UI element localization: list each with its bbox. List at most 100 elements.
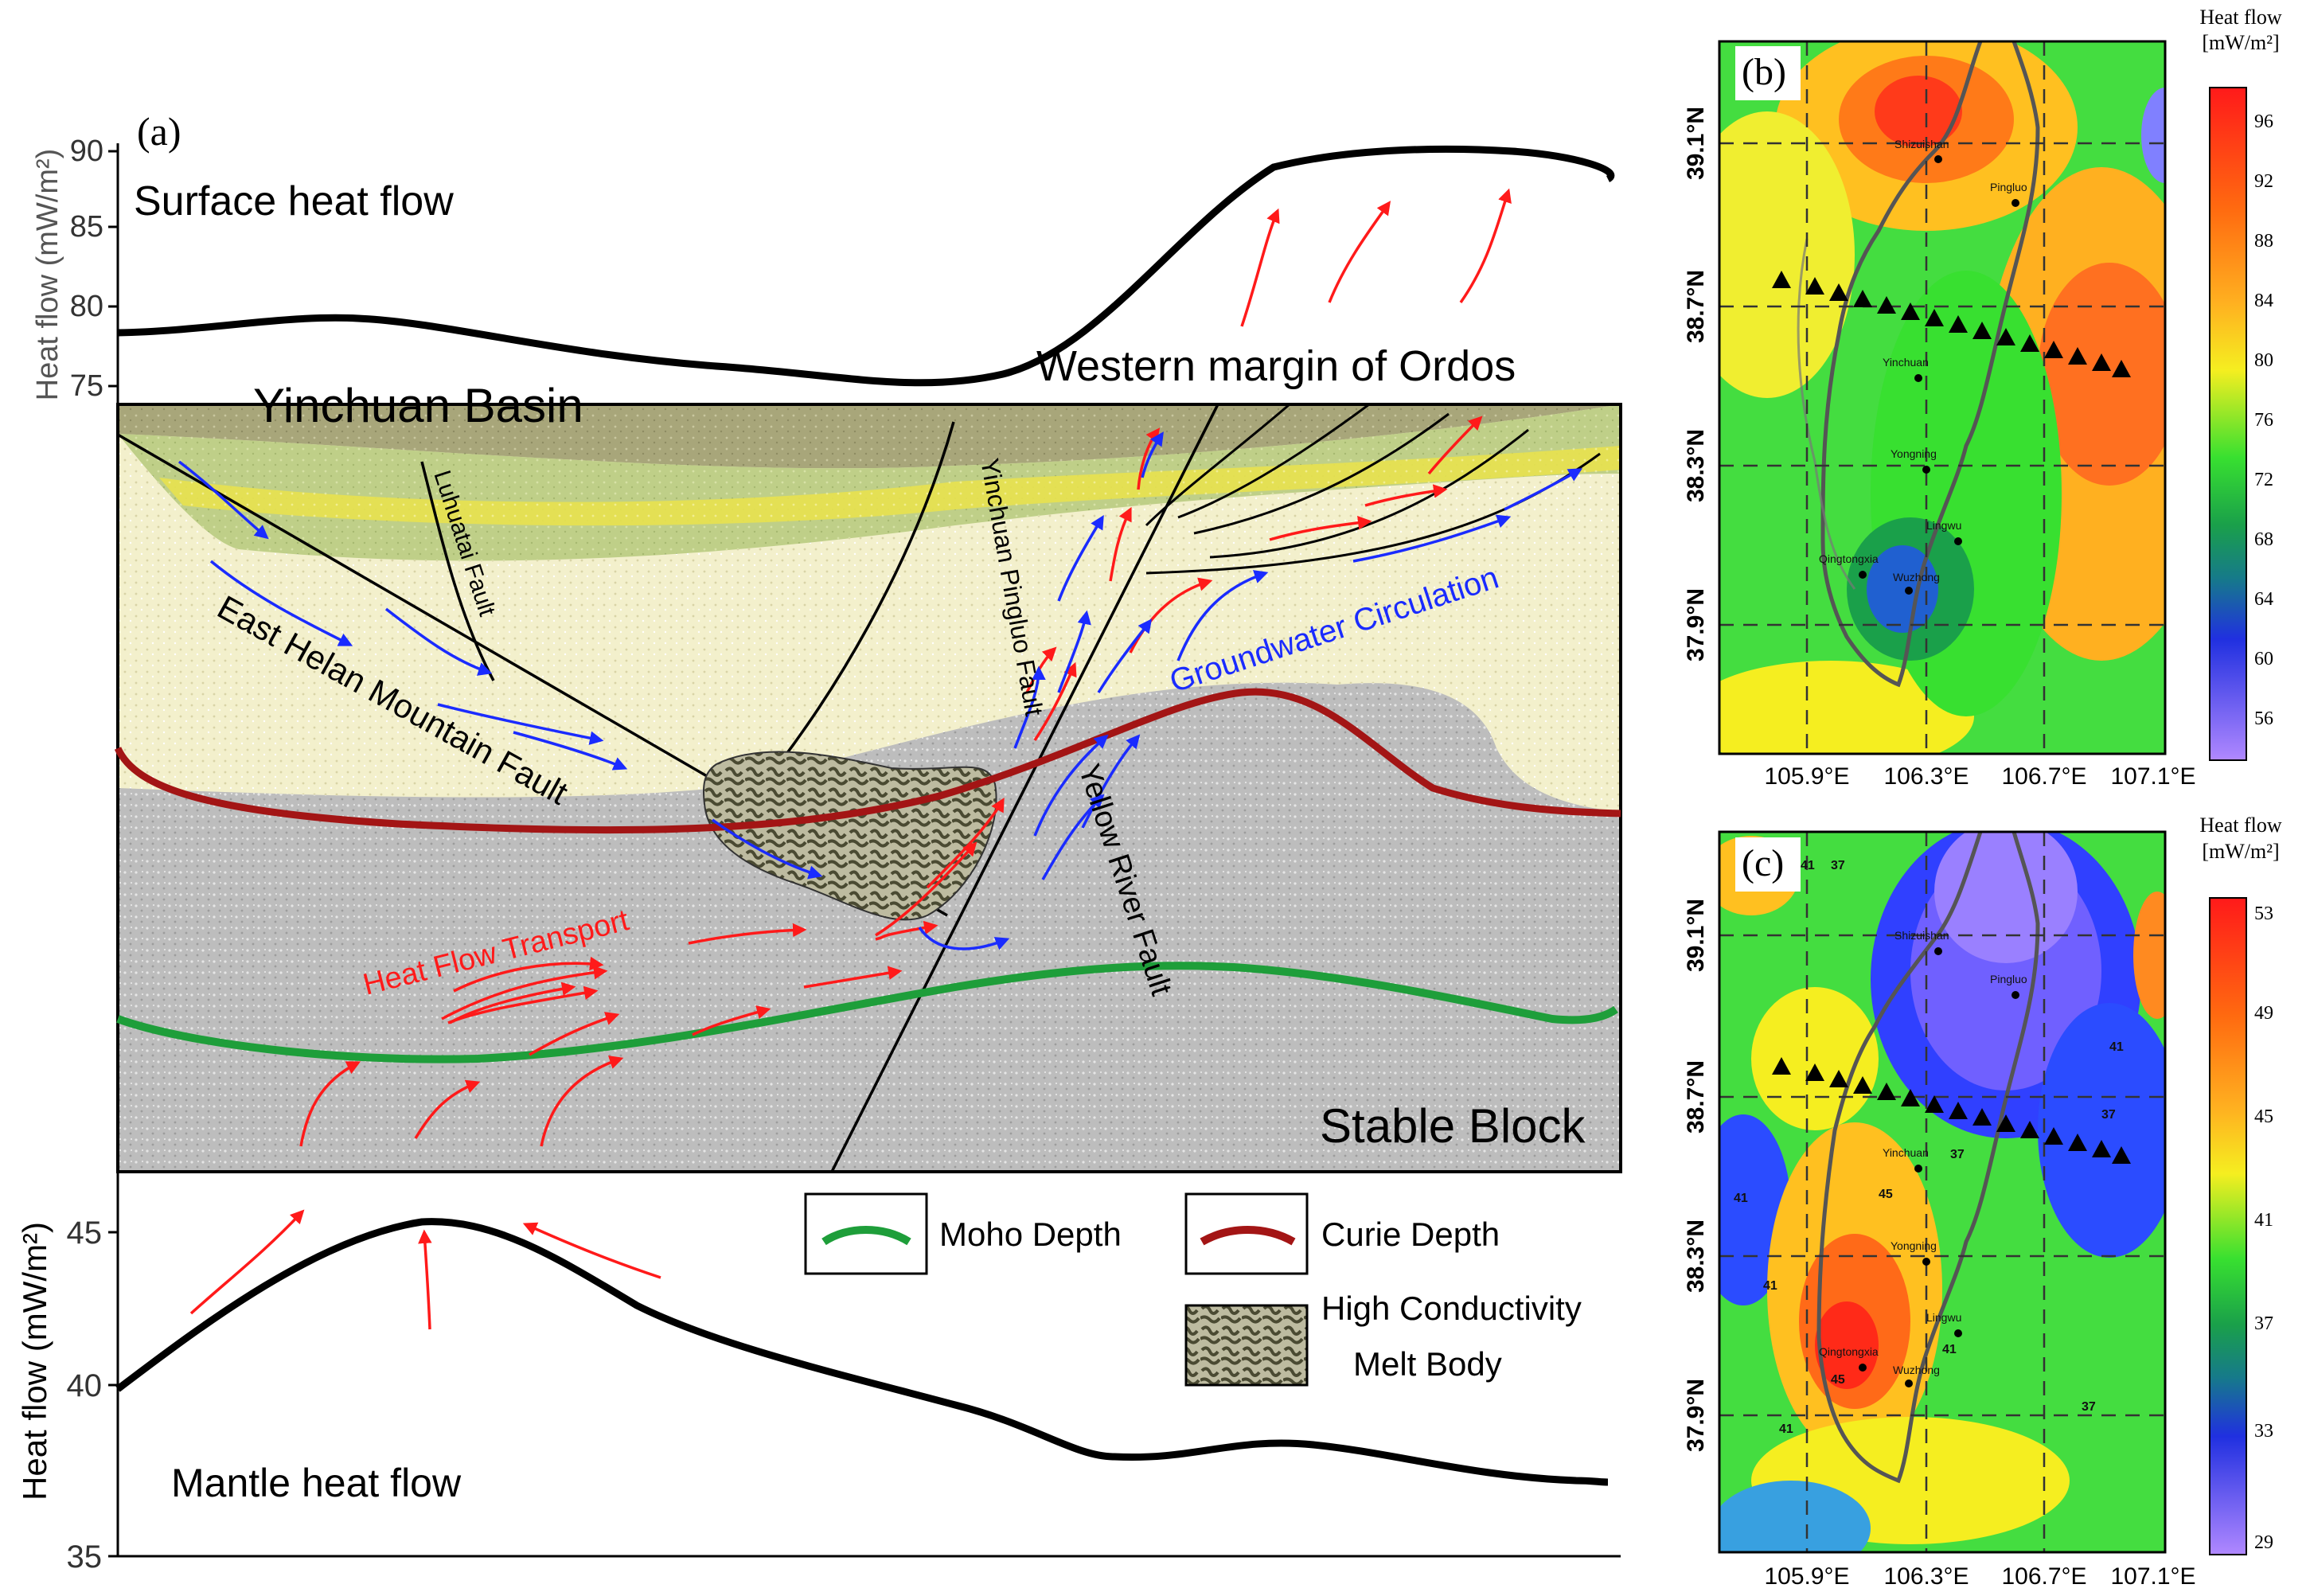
svg-text:41: 41 xyxy=(1763,1279,1777,1293)
svg-text:Pingluo: Pingluo xyxy=(1990,181,2027,193)
b-lon-107-1: 107.1°E xyxy=(2110,763,2195,790)
svg-text:88: 88 xyxy=(2254,231,2273,252)
svg-text:37: 37 xyxy=(2101,1108,2116,1122)
b-lon-106-3: 106.3°E xyxy=(1883,763,1969,790)
svg-text:41: 41 xyxy=(2254,1210,2273,1231)
bottom-tick-40: 40 xyxy=(67,1368,103,1403)
svg-text:37: 37 xyxy=(2082,1400,2096,1414)
panel-a: 90 85 80 75 Heat flow (mW/m²) (a) Surfac… xyxy=(16,109,1622,1575)
bottom-tick-35: 35 xyxy=(67,1539,103,1575)
c-lon-106-3: 106.3°E xyxy=(1883,1563,1969,1590)
top-tick-85: 85 xyxy=(70,210,103,244)
panel-a-label: (a) xyxy=(137,109,181,154)
heat-arrows xyxy=(299,188,1512,1147)
b-lon-105-9: 105.9°E xyxy=(1764,763,1849,790)
c-lon-106-7: 106.7°E xyxy=(2001,1563,2086,1590)
panel-c-map: Shizuishan Pingluo Yinchuan Yongning Lin… xyxy=(1683,814,2282,1590)
bottom-tick-45: 45 xyxy=(67,1216,103,1251)
svg-text:68: 68 xyxy=(2254,529,2273,550)
legend-moho-label: Moho Depth xyxy=(939,1216,1122,1253)
svg-text:41: 41 xyxy=(1942,1343,1957,1356)
water-arrows xyxy=(178,431,1583,950)
legend: Moho Depth Curie Depth High Conductivity… xyxy=(804,1192,1582,1387)
svg-text:76: 76 xyxy=(2254,410,2273,431)
svg-text:92: 92 xyxy=(2254,171,2273,192)
svg-text:60: 60 xyxy=(2254,649,2273,669)
yinchuan-basin-label: Yinchuan Basin xyxy=(253,379,583,432)
station-triangles-c xyxy=(1772,1057,2131,1164)
top-tick-75: 75 xyxy=(70,369,103,403)
stable-block-label: Stable Block xyxy=(1320,1099,1586,1153)
svg-text:Pingluo: Pingluo xyxy=(1990,973,2027,985)
svg-text:53: 53 xyxy=(2254,903,2273,924)
surface-heat-flow-title: Surface heat flow xyxy=(134,178,454,224)
c-lon-107-1: 107.1°E xyxy=(2110,1563,2195,1590)
curie-depth-line xyxy=(114,688,1621,834)
colorbar-c: Heat flow [mW/m²] 53 49 45 41 37 33 29 xyxy=(2199,814,2282,1555)
b-lat-38-7: 38.7°N xyxy=(1683,270,1709,343)
svg-text:Qingtongxia: Qingtongxia xyxy=(1819,552,1879,565)
top-tick-90: 90 xyxy=(70,135,103,168)
cross-section: Yinchuan Basin Western margin of Ordos L… xyxy=(114,188,1622,1173)
mantle-arrows xyxy=(189,1209,661,1330)
svg-text:37: 37 xyxy=(1831,859,1845,872)
svg-text:Shizuishan: Shizuishan xyxy=(1894,929,1949,942)
svg-text:80: 80 xyxy=(2254,350,2273,371)
svg-text:56: 56 xyxy=(2254,708,2273,729)
top-axis: 90 85 80 75 Heat flow (mW/m²) xyxy=(31,135,119,404)
svg-text:45: 45 xyxy=(2254,1106,2273,1127)
b-lat-39-1: 39.1°N xyxy=(1683,107,1709,180)
c-lon-105-9: 105.9°E xyxy=(1764,1563,1849,1590)
svg-text:45: 45 xyxy=(1879,1188,1893,1201)
mantle-heat-flow-curve xyxy=(115,1218,1609,1486)
legend-curie-label: Curie Depth xyxy=(1321,1216,1500,1253)
surface-heat-flow-curve xyxy=(117,145,1615,387)
cities-c: Shizuishan Pingluo Yinchuan Yongning Lin… xyxy=(1819,929,2027,1387)
svg-text:Shizuishan: Shizuishan xyxy=(1894,138,1949,150)
panel-c-label: (c) xyxy=(1742,842,1784,884)
svg-text:Yinchuan: Yinchuan xyxy=(1883,1146,1929,1159)
svg-text:45: 45 xyxy=(1831,1373,1845,1387)
svg-text:37: 37 xyxy=(2254,1313,2273,1334)
moho-depth-line xyxy=(116,962,1618,1063)
mantle-heat-flow-title: Mantle heat flow xyxy=(171,1461,462,1505)
svg-text:49: 49 xyxy=(2254,1003,2273,1024)
bottom-axis: 45 40 35 Heat flow (mW/m²) xyxy=(16,1172,1621,1575)
svg-text:Lingwu: Lingwu xyxy=(1926,519,1961,532)
b-lat-37-9: 37.9°N xyxy=(1683,588,1709,661)
top-y-axis-label: Heat flow (mW/m²) xyxy=(31,149,64,401)
svg-text:84: 84 xyxy=(2254,291,2273,311)
western-margin-label: Western margin of Ordos xyxy=(1036,342,1516,390)
legend-melt-line2: Melt Body xyxy=(1353,1345,1502,1383)
colorbar-b-title-1: Heat flow xyxy=(2199,6,2281,29)
b-lat-38-3: 38.3°N xyxy=(1683,429,1709,502)
svg-text:41: 41 xyxy=(1801,859,1815,872)
panel-b-label: (b) xyxy=(1742,51,1786,93)
svg-text:41: 41 xyxy=(1734,1192,1748,1205)
colorbar-b-title-2: [mW/m²] xyxy=(2202,31,2279,54)
svg-text:Wuzhong: Wuzhong xyxy=(1893,1364,1940,1376)
colorbar-c-title-2: [mW/m²] xyxy=(2202,840,2279,863)
legend-melt-line1: High Conductivity xyxy=(1321,1290,1582,1327)
svg-text:Yongning: Yongning xyxy=(1891,447,1937,460)
svg-text:41: 41 xyxy=(2109,1040,2124,1054)
b-lon-106-7: 106.7°E xyxy=(2001,763,2086,790)
svg-text:Wuzhong: Wuzhong xyxy=(1893,571,1940,583)
svg-text:41: 41 xyxy=(1779,1422,1793,1436)
melt-body xyxy=(702,751,997,921)
bottom-y-axis-label: Heat flow (mW/m²) xyxy=(16,1222,53,1500)
colorbar-b: Heat flow [mW/m²] 96 92 88 84 80 76 72 6… xyxy=(2199,6,2282,761)
svg-text:72: 72 xyxy=(2254,470,2273,490)
c-lat-38-7: 38.7°N xyxy=(1683,1060,1709,1134)
cities-b: Shizuishan Pingluo Yinchuan Yongning Lin… xyxy=(1819,138,2027,595)
top-tick-80: 80 xyxy=(70,290,103,323)
svg-text:96: 96 xyxy=(2254,111,2273,132)
svg-text:Lingwu: Lingwu xyxy=(1926,1311,1961,1324)
svg-text:Qingtongxia: Qingtongxia xyxy=(1819,1345,1879,1358)
svg-text:Yongning: Yongning xyxy=(1891,1239,1937,1252)
svg-text:37: 37 xyxy=(1950,1148,1965,1161)
colorbar-c-title-1: Heat flow xyxy=(2199,814,2281,837)
c-lat-38-3: 38.3°N xyxy=(1683,1219,1709,1293)
svg-text:64: 64 xyxy=(2254,589,2273,610)
